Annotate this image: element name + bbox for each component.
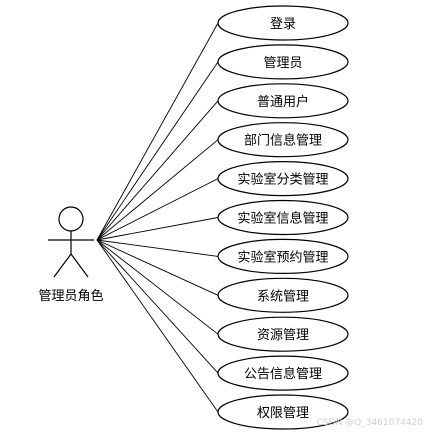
association-line [96,61,219,241]
association-line [96,239,219,374]
use-case: 登录 [217,5,349,41]
association-line [96,100,219,241]
use-case-label: 部门信息管理 [244,133,322,149]
use-case-ellipse [217,394,349,430]
association-line [96,239,219,335]
use-case-label: 权限管理 [257,405,309,421]
use-case-ellipse [217,44,349,80]
association-line [96,239,219,413]
use-case-ellipse [217,161,349,197]
association-line [96,239,219,257]
use-case-label: 实验室预约管理 [237,249,328,265]
use-case-label: 普通用户 [257,94,309,110]
use-case-label: 系统管理 [257,289,309,304]
use-case-label: 实验室信息管理 [237,211,328,227]
actor-stick-figure: 管理员角色 [38,206,104,304]
use-case: 权限管理 [217,394,349,430]
use-case: 实验室信息管理 [217,199,349,236]
use-case-ellipse [217,199,349,236]
association-line [96,239,219,296]
watermark: CSDN @Q_3461074420 [316,418,423,428]
use-case-label: 实验室分类管理 [237,172,328,188]
use-case: 实验室分类管理 [217,161,349,197]
use-case-list: 登录管理员普通用户部门信息管理实验室分类管理实验室信息管理实验室预约管理系统管理… [217,5,349,430]
use-case-ellipse [217,5,349,41]
use-case: 实验室预约管理 [217,238,349,274]
actor-left-leg [53,253,72,278]
actor-right-leg [70,253,89,278]
use-case-ellipse [217,122,349,158]
association-line [96,139,219,241]
actor-head [58,206,84,232]
use-case-label: 管理员 [263,56,302,71]
use-case: 普通用户 [217,83,349,119]
use-case-ellipse [217,238,349,274]
use-case-ellipse [217,277,349,313]
association-line [96,217,219,241]
association-lines [96,22,219,413]
use-case-ellipse [217,83,349,119]
use-case: 部门信息管理 [217,122,349,158]
use-case-ellipse [217,316,349,352]
use-case: 管理员 [217,44,349,80]
use-case-ellipse [217,355,349,391]
use-case-label: 登录 [270,17,296,32]
use-case: 资源管理 [217,316,349,352]
use-case: 系统管理 [217,277,349,313]
use-case-label: 资源管理 [257,328,309,343]
use-case-label: 公告信息管理 [244,366,322,382]
use-case: 公告信息管理 [217,355,349,391]
actor-label: 管理员角色 [38,288,103,304]
association-line [96,22,219,241]
association-line [96,178,219,241]
